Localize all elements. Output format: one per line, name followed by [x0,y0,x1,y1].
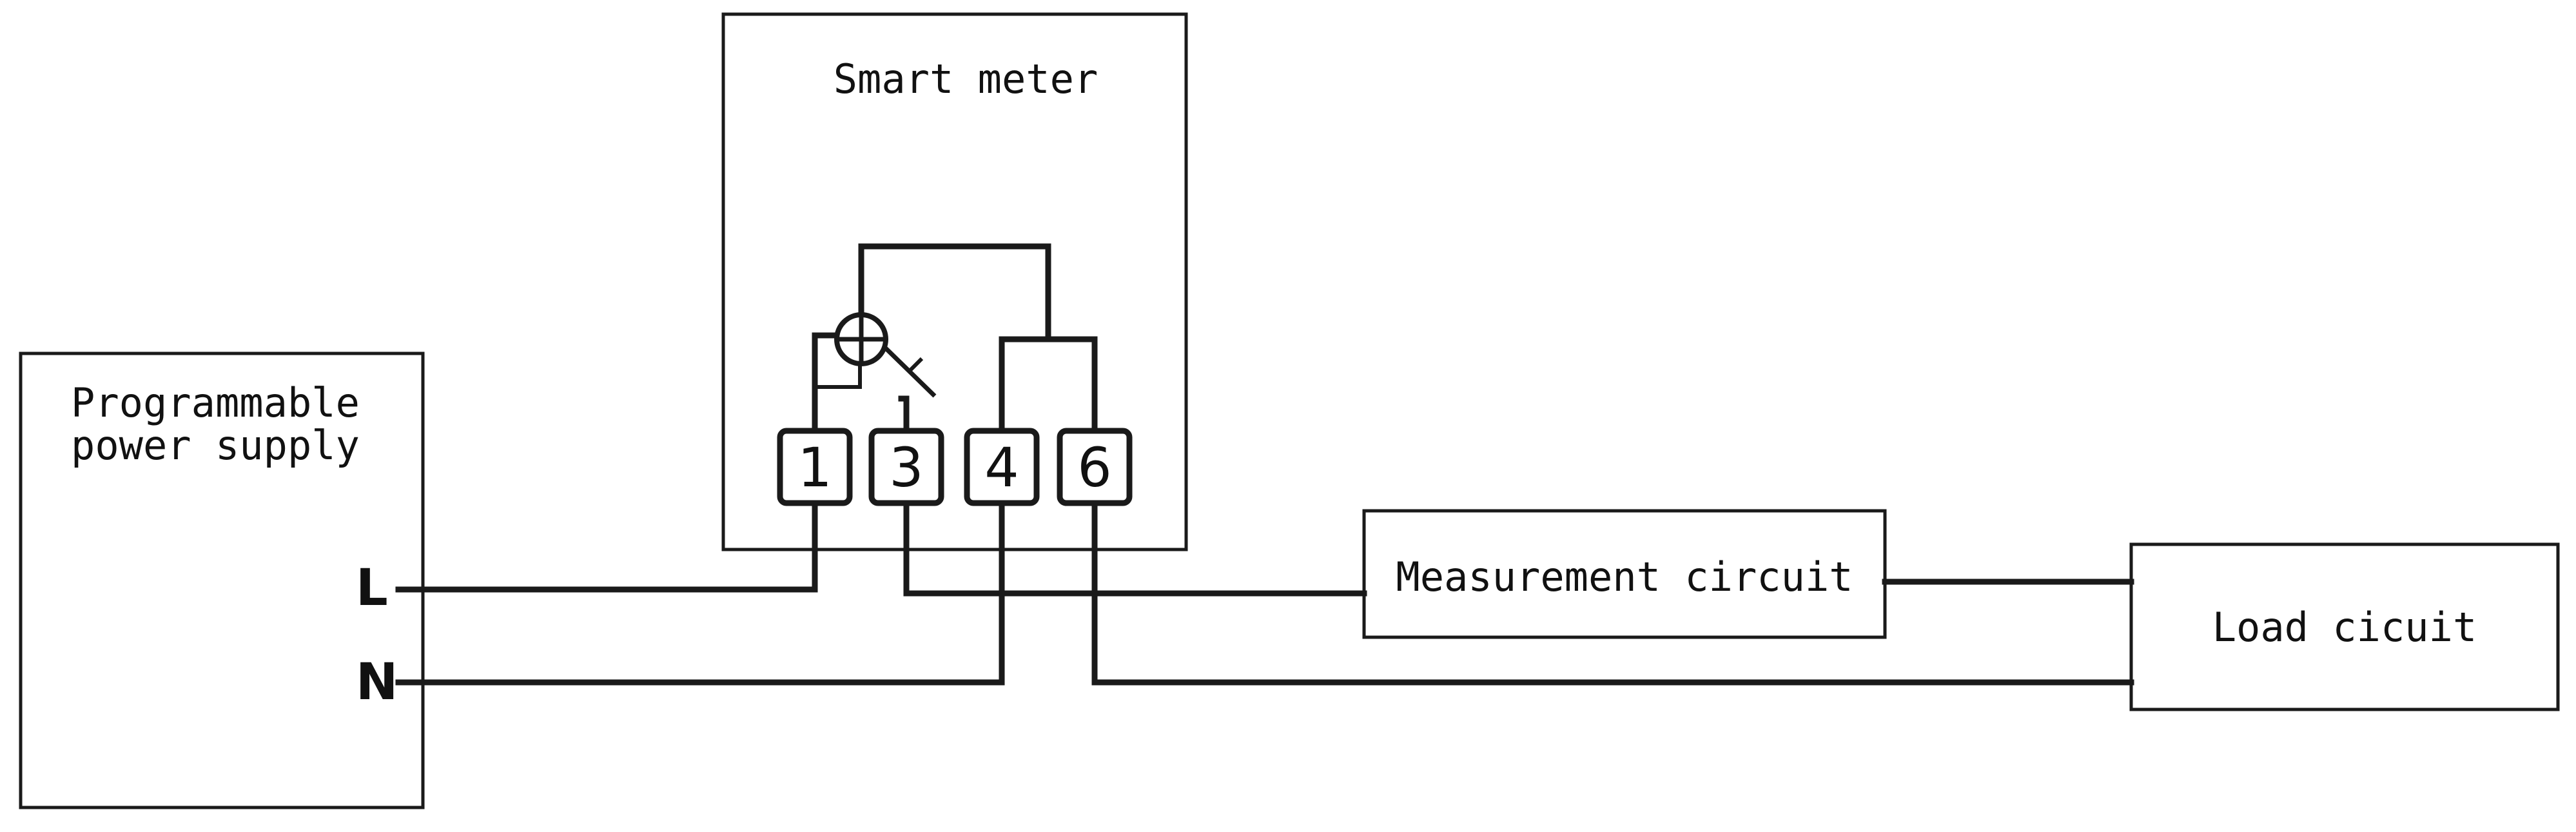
line-wire [395,500,818,593]
terminal-4-frame [964,428,1040,506]
relay-switch-tick-icon [908,357,924,372]
terminal-4-label: 4 [984,436,1019,499]
load-circuit-frame [2129,542,2560,711]
terminal-3-label: 3 [889,436,923,499]
neutral-pin-label: N [356,653,398,711]
terminal-1-label: 1 [797,436,832,499]
terminal-6: 6 [1057,428,1133,506]
terminal4-6-bracket [999,336,1098,437]
line-pin-label: L [356,559,388,617]
terminal-6-frame [1057,428,1133,506]
meter-internal-wiring [812,243,1098,437]
external-wiring [395,500,2134,686]
terminal-block: 1 3 4 6 [777,428,1133,506]
terminal-4: 4 [964,428,1040,506]
terminal3-contact-wire [898,395,910,437]
terminal-6-label: 6 [1077,436,1111,499]
power-supply-label-line1: Programmable [71,379,360,426]
terminal-3-frame [868,428,944,506]
load-circuit-block: Load cicuit [2129,542,2560,711]
neutral-wire [395,500,1005,686]
power-supply-label-line2: power supply [71,422,360,469]
smart-meter-title: Smart meter [834,55,1098,103]
relay-switch-blade-icon [884,346,937,398]
measurement-circuit-label: Measurement circuit [1396,553,1853,600]
power-supply-frame [19,352,425,809]
power-supply-block: Programmable power supply L N [19,352,425,809]
sensor-to-bracket-wire [858,243,1051,342]
load-circuit-label: Load cicuit [2212,604,2477,651]
terminal-1: 1 [777,428,853,506]
terminal6-to-load-wire [1091,500,2134,686]
measurement-circuit-frame [1362,509,1887,639]
measurement-circuit-block: Measurement circuit [1362,509,1887,639]
terminal-1-frame [777,428,853,506]
terminal3-to-measurement-wire [903,500,1367,597]
terminal-3: 3 [868,428,944,506]
